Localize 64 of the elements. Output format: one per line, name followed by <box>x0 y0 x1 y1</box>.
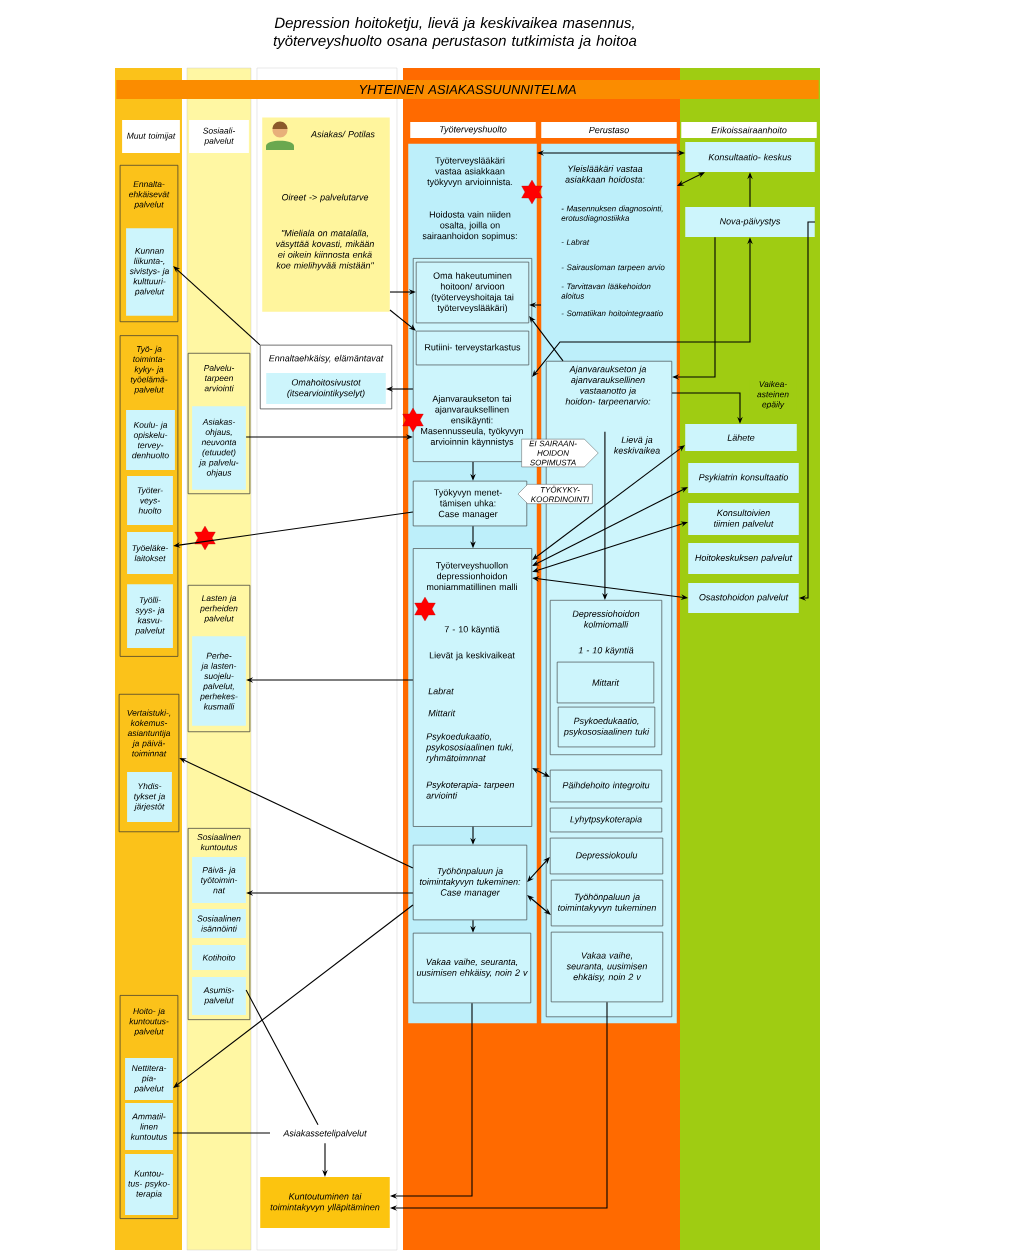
process-box: Oma hakeutuminen hoitoon/ arvioon (työterveyshoitaja tai työterveyslääkäri) <box>415 261 530 324</box>
service-box: Ammatil- linen kuntoutus <box>125 1103 173 1150</box>
service-box: Kotihoito <box>192 945 246 970</box>
process-box: Päihdehoito integroitu <box>549 769 663 803</box>
service-box: Nettitera- pia- palvelut <box>125 1058 173 1100</box>
arrow <box>173 904 414 1088</box>
arrow <box>532 521 688 573</box>
connector-line <box>245 989 319 1126</box>
process-box: Vakaa vaihe, seuranta, uusimisen ehkäisy, noin 2 v <box>412 932 532 1004</box>
process-box: Depressiokoulu <box>549 837 664 875</box>
process-box: Työkyvyn menet- tämisen uhka: Case manager <box>412 480 528 527</box>
service-box: Työeläke- laitokset <box>127 532 173 574</box>
node-label: Muut toimijat <box>127 132 176 141</box>
arrow <box>532 487 688 566</box>
service-box: Omahoitosivustot (itsearviointikyselyt) <box>266 373 386 404</box>
column-header: Sosiaali- palvelut <box>189 120 249 153</box>
service-box: Päivä- ja työtoimin- nat <box>192 857 246 903</box>
service-box: Asiakas- ohjaus, neuvonta (etuudet) ja palvelu- ohjaus <box>192 406 246 490</box>
arrow <box>602 431 608 600</box>
text-label: Lievä ja keskivaikea <box>614 436 660 454</box>
column-header: Perustaso <box>541 122 677 138</box>
process-box: Vakaa vaihe, seuranta, uusimisen ehkäisy, noin 2 v <box>550 931 664 1003</box>
service-box: Kunnan liikunta-, sivistys- ja kulttuuri- palvelut <box>126 228 173 316</box>
arrow <box>529 316 564 362</box>
arrow <box>527 857 550 882</box>
service-box: Sosiaalinen isännöinti <box>192 909 246 938</box>
text-label: Asiakassetelipalvelut <box>282 1129 367 1139</box>
process-box: Työhönpaluun ja toimintakyvyn tukeminen: Case manager <box>412 844 528 921</box>
process-box: Mittarit <box>556 661 655 704</box>
process-box: Työhönpaluun ja toimintakyvyn tukeminen <box>550 879 664 927</box>
arrow <box>527 895 551 915</box>
column-header: Erikoissairaanhoito <box>681 122 817 138</box>
service-box: Konsultoivien tiimien palvelut <box>688 503 799 535</box>
arrow <box>386 386 414 392</box>
process-box: Työterveyshuollon depressionhoidon moniammatillinen malli 7 - 10 käyntiä Lievät ja keskivaikeat Labrat Mittarit Psykoedukaatio, psykososiaalinen tuki, ryhmätoimnnat Psykoterapia- tarpeen arviointi <box>412 548 533 827</box>
service-box: Nova-päivystys <box>685 207 815 237</box>
service-box: Osastohoidon palvelut <box>688 583 799 613</box>
service-box: Työlli- syys- ja kasvu- palvelut <box>127 584 173 648</box>
service-box: Työter- veys- huolto <box>127 476 173 525</box>
service-box: Asumis- palvelut <box>192 977 246 1015</box>
column-header: Muut toimijat <box>122 120 180 153</box>
banner: YHTEINEN ASIAKASSUUNNITELMA <box>116 80 819 99</box>
service-box: Yhdis- tykset ja järjestöt <box>127 772 172 822</box>
arrow <box>173 266 261 346</box>
outcome-box: Kuntoutuminen tai toimintakyvyn ylläpitäminen <box>260 1177 390 1228</box>
service-box: Psykiatrin konsultaatio <box>688 463 799 493</box>
title: Depression hoitoketju, lievä ja keskivaikea masennus, työterveyshuolto osana perustason tutkimista ja hoitoa <box>273 17 637 49</box>
service-box: Koulu- ja opiskelu- tervey- denhuolto <box>126 410 175 470</box>
service-box: Perhe- ja lasten- suojelu- palvelut, perhekes- kusmalli <box>192 636 246 726</box>
service-box: Konsultaatio- keskus <box>685 142 815 172</box>
process-box: Rutiini- terveystarkastus <box>415 330 530 366</box>
process-box: Lyhytpsykoterapia <box>549 807 663 833</box>
arrow <box>389 309 416 331</box>
edge-label: Vaikea- asteinen epäily <box>749 379 797 411</box>
service-box: Kuntou- tus- psyko- terapia <box>125 1154 173 1215</box>
client-card: Asiakas/ Potilas Oireet -> palvelutarve "Mieliala on matalalla, väsyttää kovasti, mikään ei oikein kiinnosta enkä koe mielihyvää mistään" <box>262 117 390 312</box>
connector-line <box>172 1132 271 1134</box>
arrow <box>532 445 685 560</box>
service-box: Hoitokeskuksen palvelut <box>688 543 799 574</box>
arrow <box>532 768 550 777</box>
arrow <box>799 221 816 601</box>
service-box: Lähete <box>685 424 797 451</box>
process-box: Psykoedukaatio, psykososiaalinen tuki <box>557 706 656 748</box>
column-header: Työterveyshuolto <box>410 122 536 138</box>
